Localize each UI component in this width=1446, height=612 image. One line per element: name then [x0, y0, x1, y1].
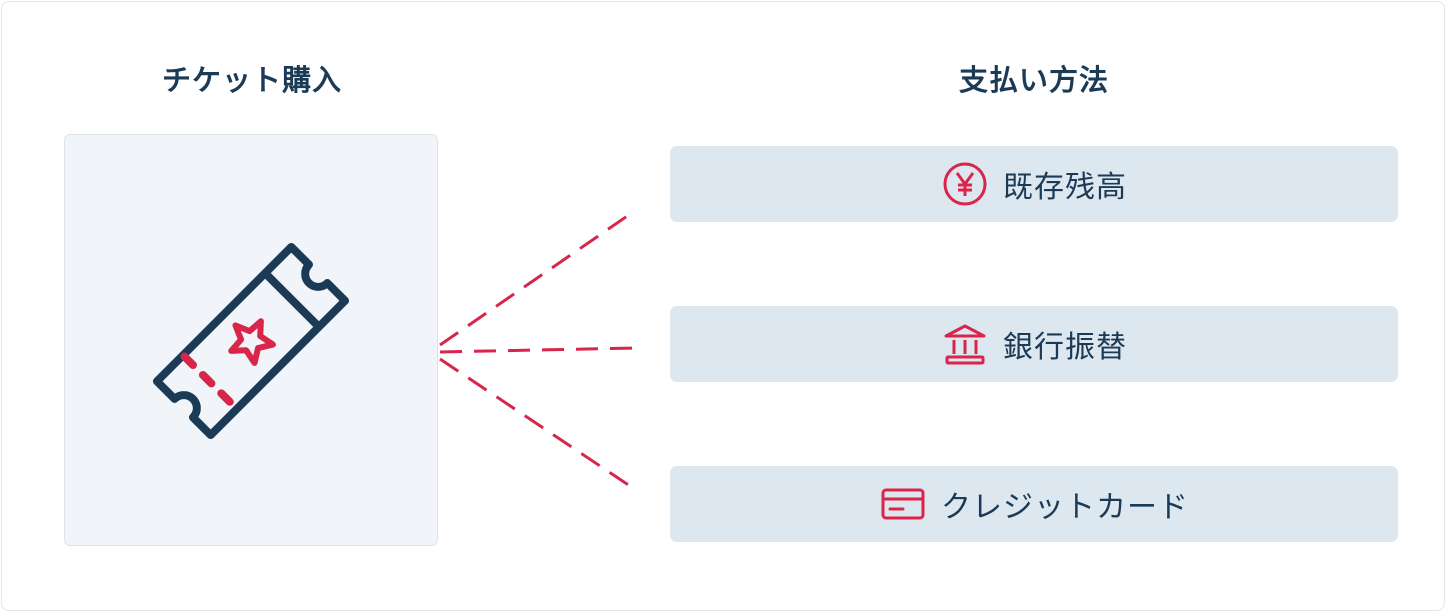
connector-line-balance	[439, 208, 637, 347]
yen-coin-icon	[943, 162, 987, 206]
payment-option-bank-transfer[interactable]: 銀行振替	[670, 306, 1398, 382]
payment-option-credit-card[interactable]: クレジットカード	[670, 466, 1398, 542]
credit-card-icon	[881, 488, 925, 520]
payment-option-label: 銀行振替	[1003, 330, 1127, 365]
connector-line-bank	[439, 346, 637, 354]
bank-icon	[944, 324, 986, 365]
payment-methods-title: 支払い方法	[958, 63, 1109, 97]
payment-option-label: クレジットカード	[941, 490, 1189, 525]
payment-option-balance[interactable]: 既存残高	[670, 146, 1398, 222]
payment-option-label: 既存残高	[1003, 170, 1127, 205]
connector-line-card	[439, 357, 637, 492]
ticket-purchase-title: チケット購入	[161, 63, 342, 97]
ticket-card	[64, 134, 438, 546]
ticket-icon	[152, 242, 350, 440]
